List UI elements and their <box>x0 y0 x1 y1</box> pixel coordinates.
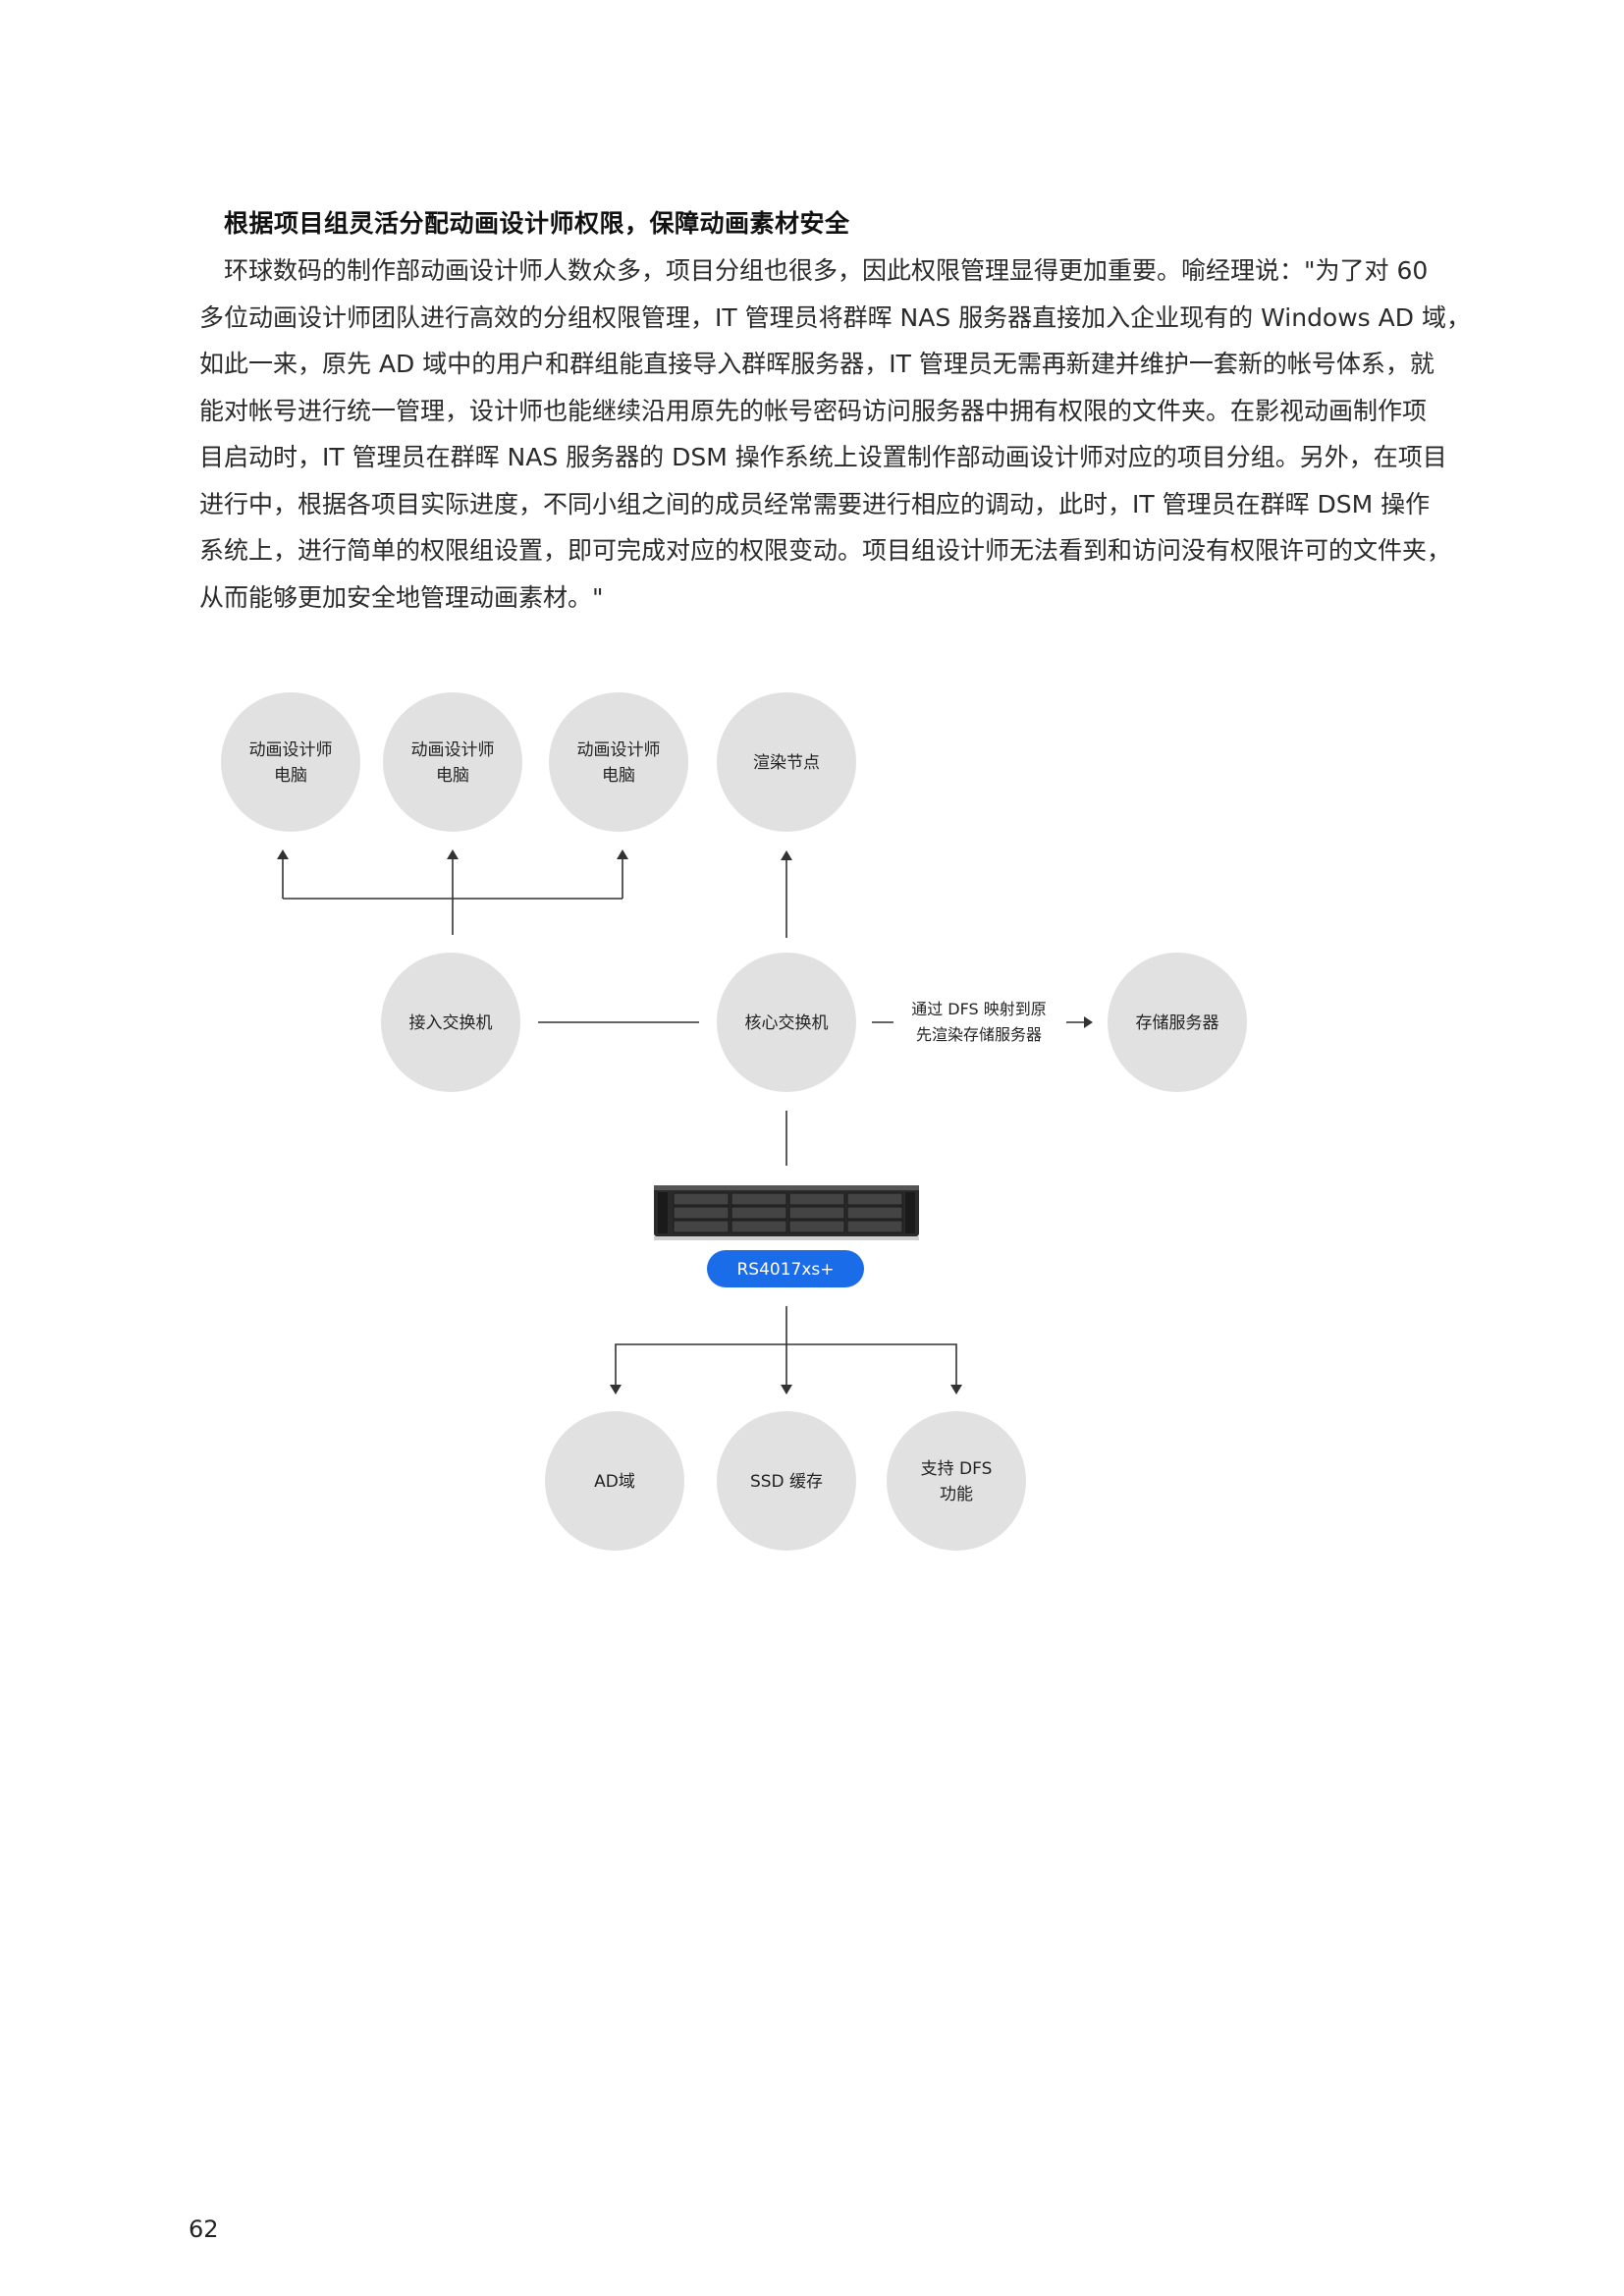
section-heading: 根据项目组灵活分配动画设计师权限，保障动画素材安全 <box>224 209 850 238</box>
body-paragraph: 环球数码的制作部动画设计师人数众多，项目分组也很多，因此权限管理显得更加重要。喻… <box>199 247 1471 621</box>
node-core-switch: 核心交换机 <box>717 953 856 1092</box>
nas-model-badge: RS4017xs+ <box>707 1250 864 1287</box>
arrow-up-icon <box>617 849 628 859</box>
paragraph-line: 如此一来，原先 AD 域中的用户和群组能直接导入群晖服务器，IT 管理员无需再新… <box>199 350 1435 378</box>
node-storage-server: 存储服务器 <box>1108 953 1247 1092</box>
dfs-mapping-label: 通过 DFS 映射到原 <box>911 1000 1047 1018</box>
node-label: AD域 <box>594 1472 635 1492</box>
node-label: 功能 <box>940 1485 973 1504</box>
arrow-right-icon <box>1084 1016 1093 1028</box>
node-label: 电脑 <box>436 766 469 786</box>
node-ad-domain: AD域 <box>545 1411 684 1551</box>
node-label: 动画设计师 <box>249 740 333 760</box>
node-designer-pc-3: 动画设计师 电脑 <box>549 692 688 832</box>
node-render: 渲染节点 <box>717 692 856 832</box>
arrow-up-icon <box>277 849 289 859</box>
node-dfs-support: 支持 DFS 功能 <box>887 1411 1026 1551</box>
arrow-down-icon <box>610 1385 622 1394</box>
node-label: 动画设计师 <box>411 740 495 760</box>
paragraph-line: 环球数码的制作部动画设计师人数众多，项目分组也很多，因此权限管理显得更加重要。喻… <box>224 256 1429 285</box>
node-label: 接入交换机 <box>409 1013 493 1033</box>
node-label: 核心交换机 <box>745 1013 829 1033</box>
node-label: 电脑 <box>274 766 307 786</box>
paragraph-line: 能对帐号进行统一管理，设计师也能继续沿用原先的帐号密码访问服务器中拥有权限的文件… <box>199 396 1428 425</box>
paragraph-line: 进行中，根据各项目实际进度，不同小组之间的成员经常需要进行相应的调动，此时，IT… <box>199 489 1431 519</box>
node-label: SSD 缓存 <box>750 1472 823 1492</box>
node-label: 动画设计师 <box>577 740 661 760</box>
arrow-down-icon <box>950 1385 962 1394</box>
nas-rack-icon <box>654 1185 919 1240</box>
node-ssd-cache: SSD 缓存 <box>717 1411 856 1551</box>
dfs-mapping-label: 先渲染存储服务器 <box>916 1025 1042 1044</box>
node-designer-pc-2: 动画设计师 电脑 <box>383 692 522 832</box>
page-number: 62 <box>189 2215 219 2243</box>
node-designer-pc-1: 动画设计师 电脑 <box>221 692 360 832</box>
node-label: 渲染节点 <box>753 753 820 773</box>
paragraph-line: 多位动画设计师团队进行高效的分组权限管理，IT 管理员将群晖 NAS 服务器直接… <box>199 302 1471 332</box>
node-label: 存储服务器 <box>1136 1013 1219 1033</box>
arrow-down-icon <box>781 1385 792 1394</box>
node-access-switch: 接入交换机 <box>381 953 520 1092</box>
paragraph-line: 系统上，进行简单的权限组设置，即可完成对应的权限变动。项目组设计师无法看到和访问… <box>199 536 1452 565</box>
arrow-up-icon <box>447 849 459 859</box>
node-label: 支持 DFS <box>921 1459 993 1479</box>
connector-bottom-bar <box>615 1343 957 1385</box>
node-label: 电脑 <box>602 766 635 786</box>
paragraph-line: 目启动时，IT 管理员在群晖 NAS 服务器的 DSM 操作系统上设置制作部动画… <box>199 443 1447 471</box>
arrow-up-icon <box>781 850 792 860</box>
paragraph-line: 从而能够更加安全地管理动画素材。" <box>199 582 604 612</box>
nas-model-label: RS4017xs+ <box>736 1260 834 1280</box>
